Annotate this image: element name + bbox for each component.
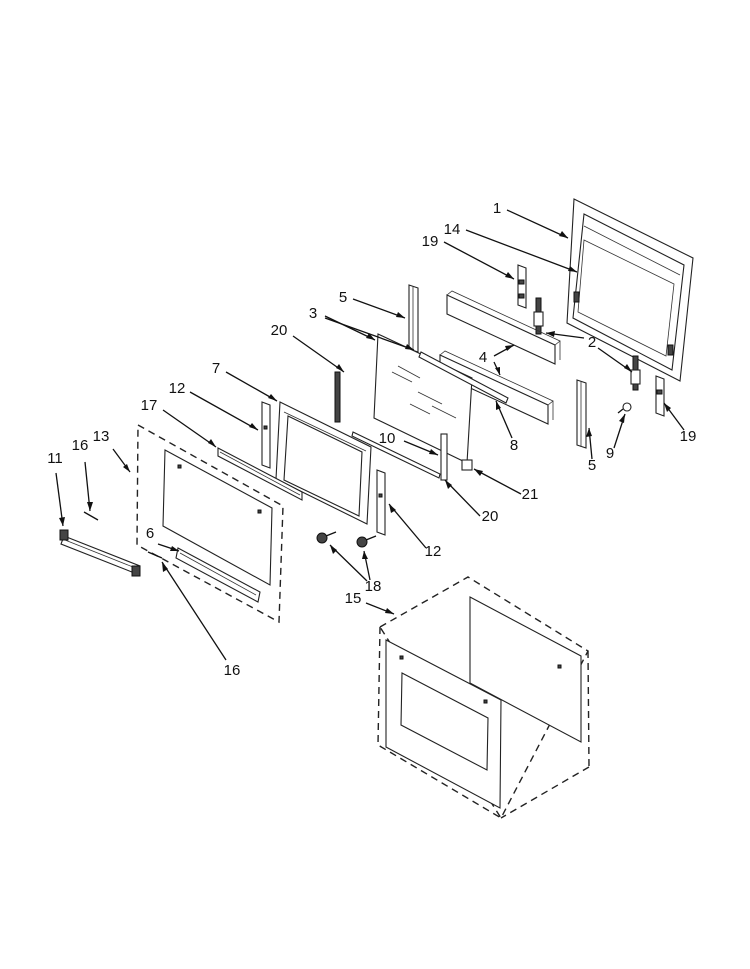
callout-15: 15 <box>345 590 362 607</box>
screw-part-18-left <box>316 531 337 544</box>
callout-12: 12 <box>169 380 186 397</box>
seal-part-20-horizontal <box>351 431 441 479</box>
callout-20: 20 <box>482 508 499 525</box>
hinge-receiver-part-19-upper <box>517 264 527 309</box>
hinge-receiver-part-19-lower <box>655 375 665 417</box>
strip-part-17 <box>217 447 303 501</box>
callout-10: 10 <box>379 430 396 447</box>
outer-door-panel-part-1 <box>566 198 694 382</box>
callout-18: 18 <box>365 578 382 595</box>
channel-part-4-upper <box>446 290 561 365</box>
callout-5: 5 <box>588 457 596 474</box>
callout-12: 12 <box>425 543 442 560</box>
glass-strip-part-8 <box>418 351 509 404</box>
callout-5: 5 <box>339 289 347 306</box>
block-part-21 <box>461 459 473 471</box>
callout-3: 3 <box>309 305 317 322</box>
callout-6: 6 <box>146 525 154 542</box>
callout-7: 7 <box>212 360 220 377</box>
side-trim-part-5-lower <box>576 379 587 449</box>
callout-14: 14 <box>444 221 461 238</box>
lower-trim-part-6 <box>175 547 261 603</box>
callout-11: 11 <box>47 450 63 467</box>
pin-part-16-upper <box>83 511 99 521</box>
leader-lines <box>55 209 685 661</box>
callout-9: 9 <box>606 445 614 462</box>
handle-part-11 <box>59 529 141 577</box>
callout-19: 19 <box>680 428 697 445</box>
callout-21: 21 <box>522 486 539 503</box>
callout-16: 16 <box>224 662 241 679</box>
oven-cabinet-part-15 <box>377 576 590 820</box>
callout-8: 8 <box>510 437 518 454</box>
screw-part-18-right <box>356 535 377 548</box>
screw-part-9 <box>617 402 632 414</box>
seal-part-20-vertical <box>334 371 341 423</box>
pin-part-16-lower <box>147 551 163 559</box>
side-trim-part-5-upper <box>408 284 419 353</box>
strip-part-10 <box>440 433 448 481</box>
callout-1: 1 <box>493 200 501 217</box>
callout-2: 2 <box>588 334 596 351</box>
hinge-part-2-right <box>630 355 641 391</box>
callout-16: 16 <box>72 437 89 454</box>
outer-glass-assembly-part-13 <box>136 423 284 624</box>
callout-13: 13 <box>93 428 110 445</box>
hinge-part-2-left <box>533 297 544 335</box>
inner-frame-part-7 <box>275 401 372 525</box>
callout-17: 17 <box>141 397 158 414</box>
callout-19: 19 <box>422 233 439 250</box>
callout-4: 4 <box>479 349 487 366</box>
callout-20: 20 <box>271 322 288 339</box>
side-bracket-part-12-right <box>376 469 386 536</box>
side-bracket-part-12-left <box>261 401 271 469</box>
